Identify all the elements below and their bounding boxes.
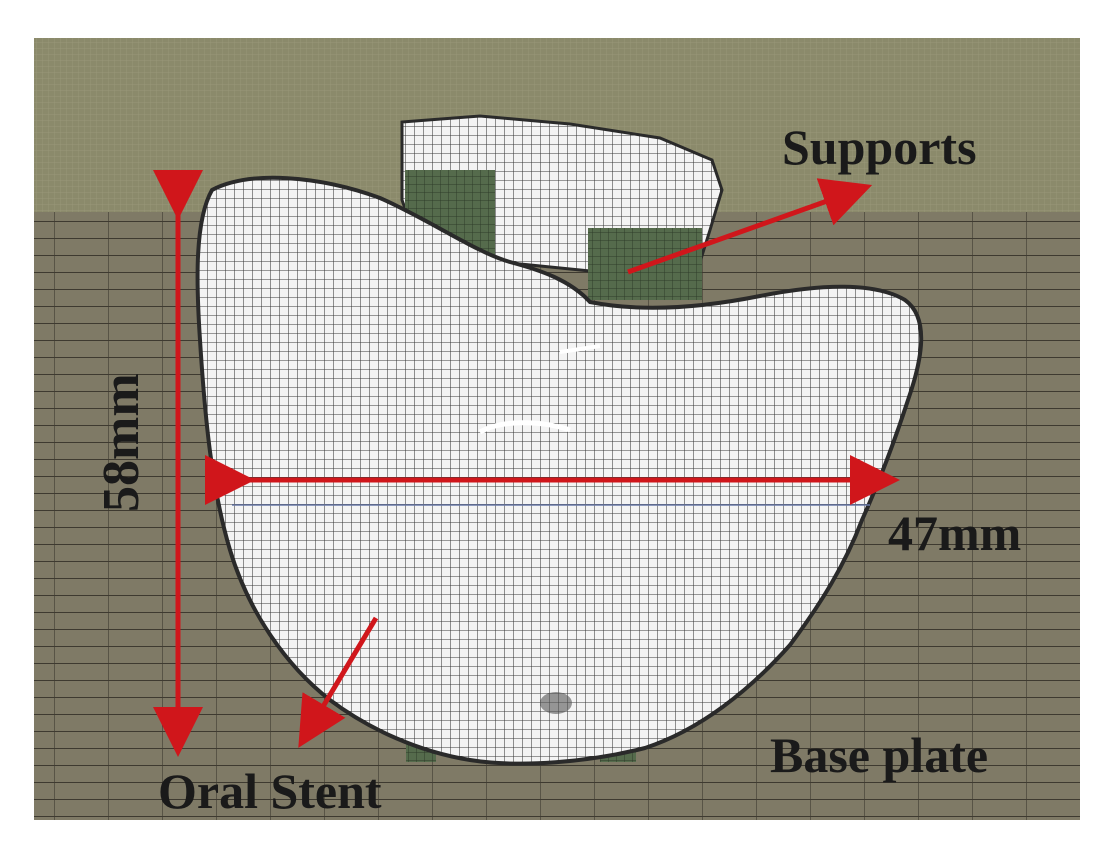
height-label: 58mm: [93, 373, 150, 512]
supports-callout-arrow: [627, 178, 873, 275]
oral-stent-label: Oral Stent: [158, 763, 382, 819]
width-label: 47mm: [888, 505, 1021, 561]
stent-callout-arrow: [298, 616, 379, 748]
stent-highlight-upper: [559, 344, 601, 354]
supports-label: Supports: [782, 119, 977, 175]
stent-hole: [540, 692, 572, 714]
base-plate-label: Base plate: [770, 727, 988, 783]
stent-highlight-center: [478, 420, 571, 435]
